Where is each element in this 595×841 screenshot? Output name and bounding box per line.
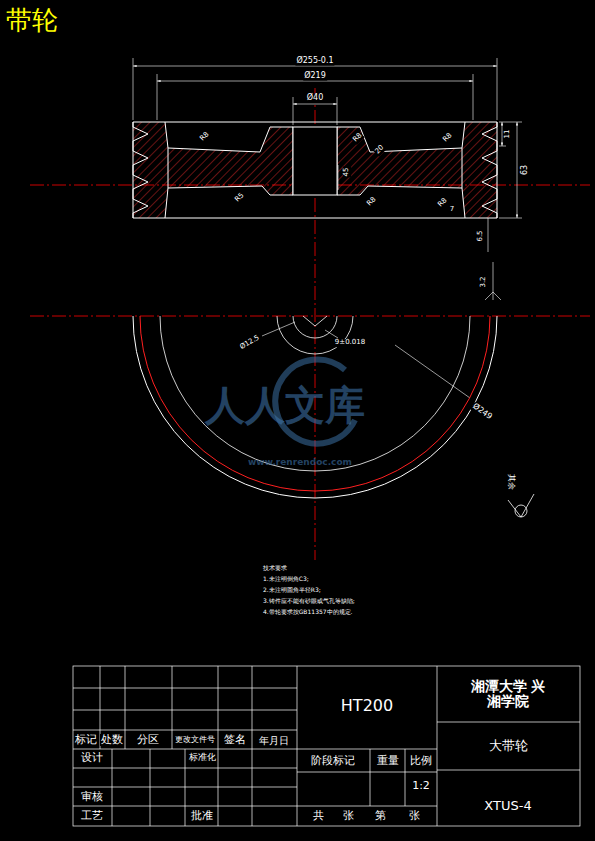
title-block-text: 大带轮	[488, 739, 529, 753]
belt-grooves	[133, 122, 497, 218]
watermark: www.renrendoc.com	[248, 458, 352, 468]
title-block-text: 湘潭大学 兴湘学院	[465, 679, 552, 710]
title-block-text: 更改文件号	[174, 736, 216, 745]
groove-profile	[133, 122, 148, 218]
title-block-text: 年月日	[258, 735, 290, 746]
dimension-text: Ø219	[303, 72, 327, 81]
dimension-text: 其余	[507, 473, 516, 491]
center-lines	[30, 88, 590, 560]
title-block-text: 审核	[80, 791, 104, 803]
dimension-text: R8	[198, 130, 211, 143]
dimension-text: 3.2	[480, 275, 488, 288]
title-block-text: 重量	[376, 755, 400, 767]
dimension-text: Ø255-0.1	[295, 57, 334, 66]
pulley-section	[133, 122, 497, 218]
title-block-text: XTUS-4	[483, 799, 532, 813]
dimension-text: 7	[449, 206, 455, 214]
note-text: 1.未注明倒角C3;	[262, 576, 310, 583]
title-block-text: 阶段标记	[310, 755, 356, 767]
title-block-text: 标准化	[188, 753, 217, 763]
title-block-text: 签名	[223, 734, 247, 746]
title-block-text: 处数	[100, 734, 124, 746]
dimension-text: 6.5	[477, 229, 485, 242]
pulley-end-view	[133, 316, 497, 498]
dimension-text: R8	[436, 196, 449, 209]
title-block-text: 批准	[190, 810, 214, 822]
sheet-title: 带轮	[6, 6, 58, 35]
dimension-lines	[133, 58, 522, 398]
dimension-text: Ø249	[470, 402, 494, 423]
dimension-text: 9±0.018	[334, 339, 366, 347]
title-block-text: 标记	[74, 734, 98, 746]
title-block	[73, 666, 580, 826]
dimension-text: Ø40	[306, 94, 324, 103]
note-text: 技术要求	[262, 565, 288, 572]
dimension-text: 63	[521, 164, 530, 176]
note-text: 4.带轮要求按GB11357中的规定.	[262, 609, 353, 616]
dimension-text: R8	[365, 195, 378, 208]
title-block-text: 第	[374, 810, 387, 822]
title-block-text: 张	[342, 810, 355, 822]
title-block-text: 共	[312, 810, 325, 822]
title-block-text: 设计	[80, 752, 104, 764]
roughness-symbol	[508, 494, 534, 517]
title-block-text: 工艺	[80, 810, 104, 822]
watermark: 人人文库	[205, 383, 365, 427]
note-text: 2.未注明圆角半径R3;	[262, 587, 322, 594]
dimension-text: 11	[504, 129, 512, 140]
note-text: 3.铸件应不能有砂眼或气孔等缺陷;	[262, 598, 356, 605]
title-block-text: 张	[408, 810, 421, 822]
groove-profile	[482, 122, 497, 218]
title-block-text: 分区	[136, 734, 160, 746]
dimension-text: R8	[441, 131, 454, 144]
title-block-text: HT200	[340, 697, 394, 715]
title-block-text: 1:2	[411, 780, 431, 792]
title-block-text: 比例	[409, 755, 433, 767]
dimension-text: Ø12.5	[238, 334, 262, 352]
dimension-text: 45	[343, 167, 351, 178]
dimension-text: R5	[233, 191, 246, 204]
